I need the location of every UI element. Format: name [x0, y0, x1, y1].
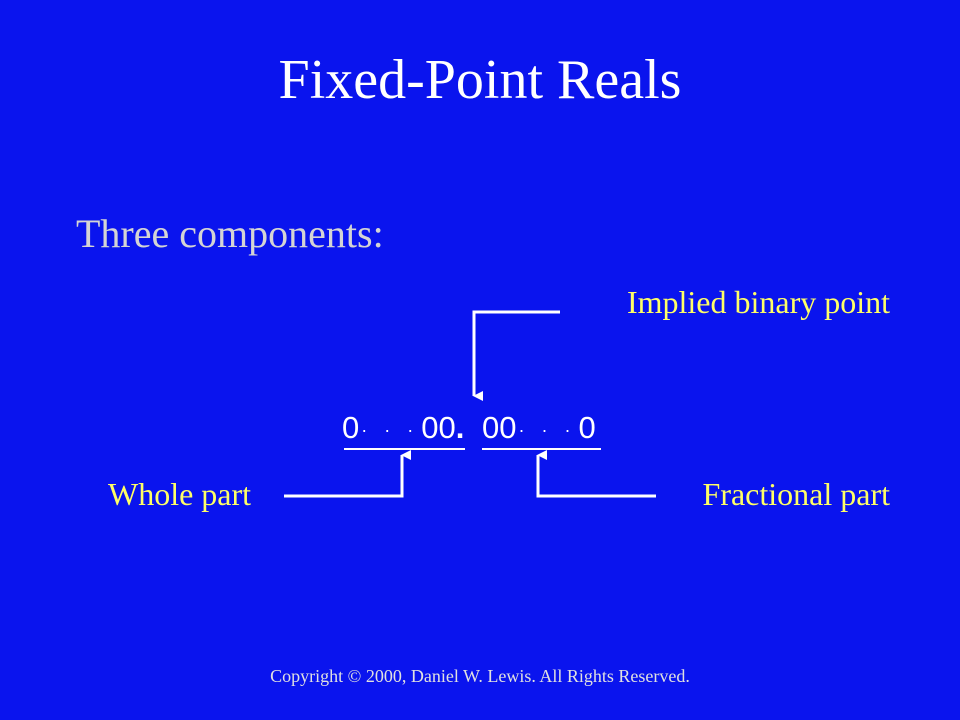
- fractional-part-connector: [536, 450, 656, 498]
- whole-part-bits: 0· · ·00.: [342, 408, 464, 450]
- frac-first-bits: 00: [482, 410, 517, 445]
- fractional-part-bits: 00· · ·0: [482, 408, 596, 450]
- fractional-part-label: Fractional part: [702, 476, 890, 512]
- whole-part-connector: [284, 450, 411, 498]
- binary-point: .: [455, 410, 465, 445]
- implied-binary-point-label: Implied binary point: [626, 284, 890, 320]
- whole-last-bits: 00: [421, 410, 456, 445]
- whole-part-label: Whole part: [108, 476, 252, 512]
- slide-subtitle: Three components:: [76, 211, 384, 256]
- frac-last-bit: 0: [578, 410, 596, 445]
- slide-title: Fixed-Point Reals: [278, 49, 682, 111]
- frac-dots: · · ·: [518, 419, 577, 440]
- copyright-footer: Copyright © 2000, Daniel W. Lewis. All R…: [270, 666, 690, 686]
- whole-dots: · · ·: [361, 419, 420, 440]
- implied-point-connector: [472, 310, 560, 401]
- whole-first-bit: 0: [342, 410, 360, 445]
